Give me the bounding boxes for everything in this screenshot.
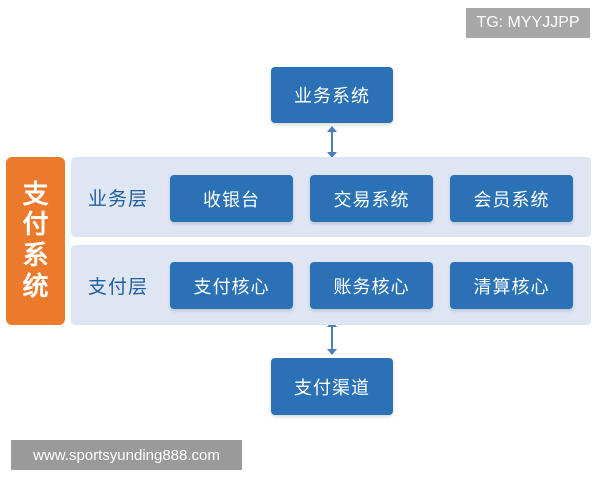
top-box-business-system: 业务系统 <box>271 67 393 123</box>
box-member-system: 会员系统 <box>450 175 573 222</box>
box-cashier: 收银台 <box>170 175 293 222</box>
layer-label-business: 业务层 <box>87 187 148 210</box>
layer-label-payment: 支付层 <box>87 275 148 298</box>
side-char: 支 <box>22 179 49 210</box>
bottom-arrow-head-down <box>327 349 337 355</box>
top-arrow-head-down <box>327 152 337 158</box>
bottom-box-payment-channel: 支付渠道 <box>271 358 393 415</box>
top-arrow-head-up <box>327 126 337 132</box>
side-label-payment-system: 支 付 系 统 <box>6 157 65 325</box>
side-char: 付 <box>22 210 49 241</box>
box-payment-core: 支付核心 <box>170 262 293 309</box>
watermark-tag: TG: MYYJJPP <box>466 8 590 38</box>
box-trade-system: 交易系统 <box>310 175 433 222</box>
top-double-arrow <box>327 126 337 158</box>
side-char: 统 <box>22 271 49 302</box>
box-accounting-core: 账务核心 <box>310 262 433 309</box>
side-char: 系 <box>22 241 49 271</box>
watermark-url: www.sportsyunding888.com <box>11 440 242 470</box>
box-clearing-core: 清算核心 <box>450 262 573 309</box>
